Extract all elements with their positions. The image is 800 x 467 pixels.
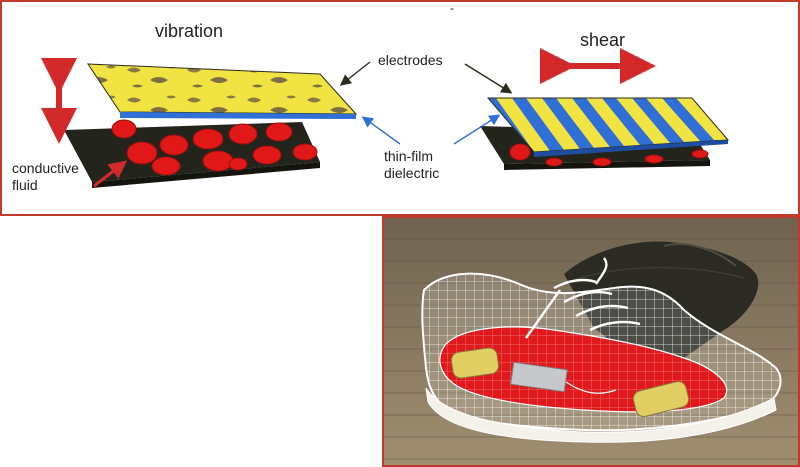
electrodes-pointer-right <box>464 63 513 94</box>
fluid-pointer-arrow <box>93 160 128 188</box>
fluid-label: fluid <box>12 177 38 193</box>
laces <box>525 257 641 339</box>
conductive-droplets-left <box>111 119 318 176</box>
conductive-droplets-right <box>509 143 709 167</box>
electrodes-label: electrodes <box>378 52 443 68</box>
conductive-label: conductive <box>12 160 79 176</box>
left-dielectric-edge <box>120 112 356 119</box>
shoe-render <box>384 218 798 465</box>
shear-assembly <box>480 97 730 170</box>
electrodes-pointer-left <box>339 61 371 86</box>
vibration-assembly <box>64 63 358 188</box>
diagram-illustration <box>41 48 730 188</box>
dielectric-label: dielectric <box>384 165 440 181</box>
dielectric-pointer-left <box>361 116 401 145</box>
shoe-photo <box>382 216 800 467</box>
electronics-chip <box>510 361 568 393</box>
dash-mark: - <box>450 1 454 15</box>
heel-pad <box>450 347 500 379</box>
vibration-label: vibration <box>155 21 224 41</box>
shear-label: shear <box>580 30 626 50</box>
diagram-panel: vibration shear electrodes thin-film die… <box>0 0 800 216</box>
forefoot-pad <box>632 381 690 417</box>
left-electrode-plate <box>87 63 358 115</box>
thin-film-label: thin-film <box>384 148 434 164</box>
dielectric-pointer-right <box>453 114 501 145</box>
right-electrode-plate <box>486 97 730 153</box>
